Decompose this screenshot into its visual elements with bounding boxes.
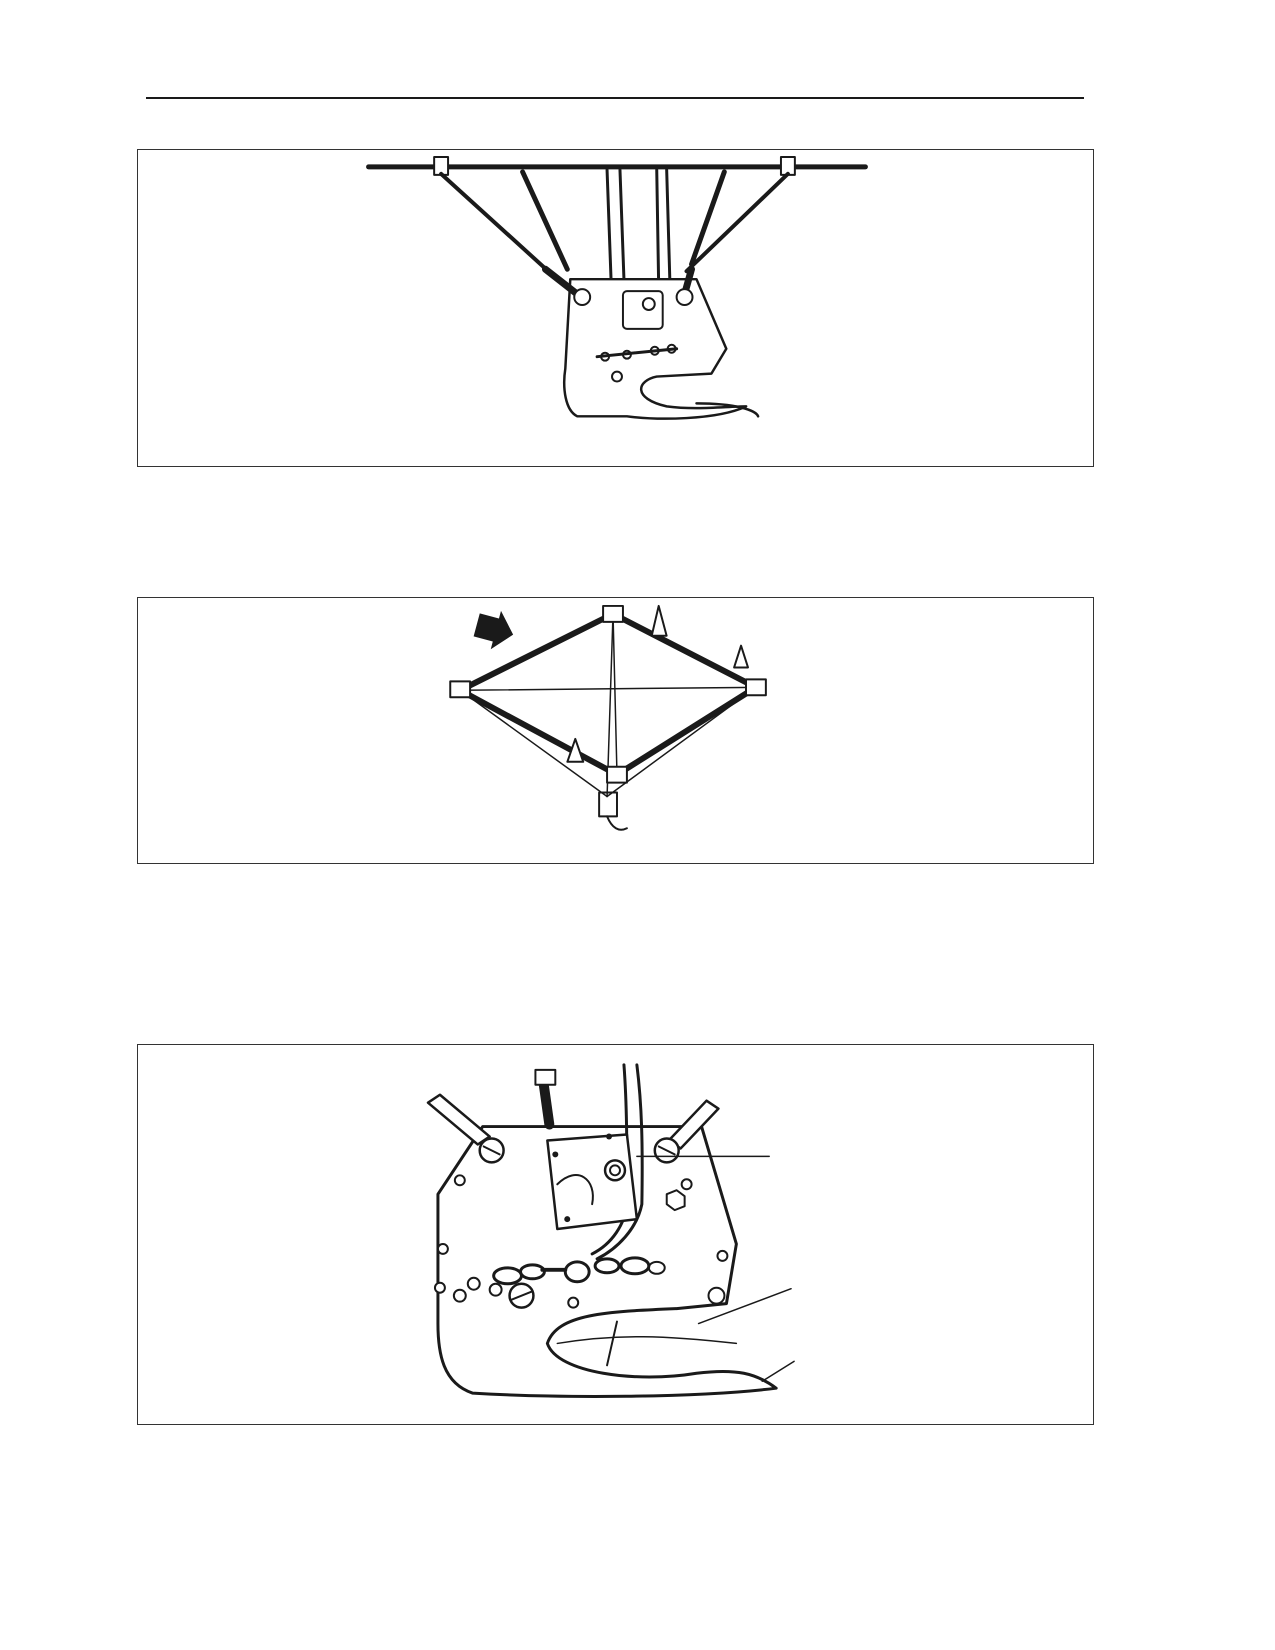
frame-bars [457, 610, 759, 778]
figure-bracket-detail [137, 1044, 1094, 1425]
direction-arrow-icon [473, 610, 514, 650]
mount-plate [546, 1133, 639, 1231]
bracket-detail-drawing [426, 1063, 795, 1398]
screws [433, 1174, 729, 1309]
right-arm [667, 1099, 720, 1150]
cross-wires [459, 613, 757, 798]
figure-frame-spreader [137, 597, 1094, 864]
mount-plate [621, 290, 664, 330]
rigging-suspension-drawing [366, 155, 868, 420]
hex-nut [665, 1189, 686, 1212]
figure-rigging-suspension [137, 149, 1094, 467]
header-rule [146, 97, 1084, 99]
cable-b [595, 1063, 644, 1261]
left-arm [426, 1093, 491, 1146]
bracket-body [436, 1125, 778, 1398]
frame-spreader-drawing [449, 604, 767, 831]
chain [492, 1256, 666, 1286]
slings [439, 168, 790, 311]
bracket-body [563, 277, 748, 420]
chain [595, 347, 679, 359]
leader-lines [636, 1155, 795, 1382]
